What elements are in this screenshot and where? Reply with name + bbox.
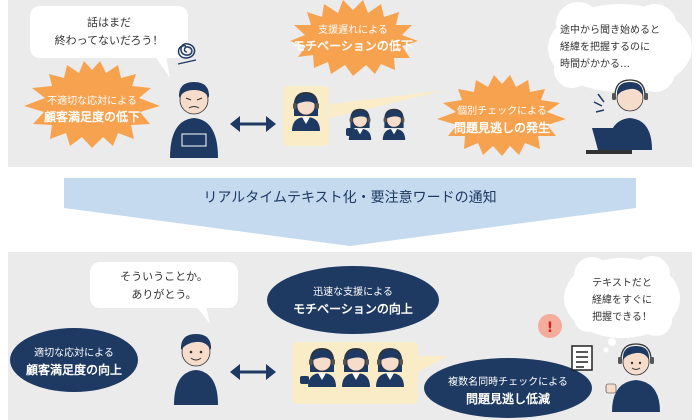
top-raised-hand [346,128,355,136]
bottom-supervisor-figure-2 [341,347,371,388]
bottom-customer-bubble: そういうことか。 ありがとう。 [90,262,238,324]
burst-oversight: 個別チェックによる 問題見逃しの発生 [437,75,566,156]
burst-oversight-line-2: 問題見逃しの発生 [454,120,550,135]
top-operator-bubble-line-3: 時間がかかる… [560,57,630,70]
bottom-operator-bubble-line-1: テキストだと [592,277,652,289]
alert-mark-text: ! [547,320,553,336]
oval-oversight-down-line-1: 複数名同時チェックによる [448,375,568,388]
oval-support-fast: 迅速な支援による モチベーションの向上 [267,266,439,334]
confused-scribble-icon [177,43,197,65]
top-operator-laptop-icon [586,128,632,154]
top-customer-figure [170,82,218,158]
bottom-supervisors-callout [418,356,448,372]
banner-arrow: リアルタイムテキスト化・要注意ワードの通知 [64,178,636,246]
burst-satisfaction-down: 不適切な応対による 顧客満足度の低下 [24,61,160,148]
bottom-operator-bubble-line-2: 経緯をすぐに [592,293,652,306]
top-operator-bubble-line-1: 途中から聞き始めると [560,23,660,36]
burst-support-delay-line-1: 支援遅れによる [318,23,388,36]
bottom-raised-hand [300,376,309,384]
burst-satisfaction-down-line-2: 顧客満足度の低下 [44,109,140,124]
top-customer-bubble-line-2: 終わってないだろう！ [55,33,164,47]
top-double-arrow-icon [230,116,276,132]
bottom-operator-figure [605,343,660,412]
bottom-operator-bubble-line-3: 把握できる！ [592,310,652,323]
top-operator-bubble-line-2: 経緯を把握するのに [560,40,650,53]
oval-oversight-down: 複数名同時チェックによる 問題見逃し低減 [424,358,592,418]
top-customer-bubble: 話はまだ 終わってないだろう！ [30,6,188,78]
oval-support-fast-line-2: モチベーションの向上 [293,301,413,316]
burst-support-delay-line-2: モチベーションの低下 [293,38,413,53]
burst-satisfaction-down-line-1: 不適切な応対による [47,94,137,107]
bottom-double-arrow-icon [230,364,276,380]
bottom-customer-figure [174,334,218,405]
bottom-operator-bubble: テキストだと 経緯をすぐに 把握できる！ [564,256,680,353]
banner-text: リアルタイムテキスト化・要注意ワードの通知 [203,189,496,206]
document-icon [571,345,593,371]
oval-satisfaction-up-line-1: 適切な応対による [34,346,114,359]
top-customer-bubble-line-1: 話はまだ [87,15,131,29]
bottom-supervisor-figure-3 [375,347,405,388]
alert-mark: ! [538,314,562,338]
oval-support-fast-line-1: 迅速な支援による [313,285,393,298]
burst-oversight-line-1: 個別チェックによる [457,104,547,117]
burst-support-delay: 支援遅れによる モチベーションの低下 [290,0,418,76]
oval-satisfaction-up: 適切な応対による 顧客満足度の向上 [10,328,138,392]
top-supervisor-figure [291,91,321,132]
oval-satisfaction-up-line-2: 顧客満足度の向上 [26,362,122,377]
oval-oversight-down-line-2: 問題見逃し低減 [466,391,550,406]
burst-support-delay-shape [290,0,418,76]
sweat-drop-icon [593,93,605,113]
bottom-customer-bubble-line-1: そういうことか。 [120,270,208,283]
burst-satisfaction-down-shape [24,61,160,148]
bottom-supervisor-figure-1 [307,347,337,388]
bottom-customer-bubble-line-2: ありがとう。 [131,287,196,301]
top-supervisor-figure-3 [382,108,406,141]
burst-oversight-shape [437,75,566,156]
